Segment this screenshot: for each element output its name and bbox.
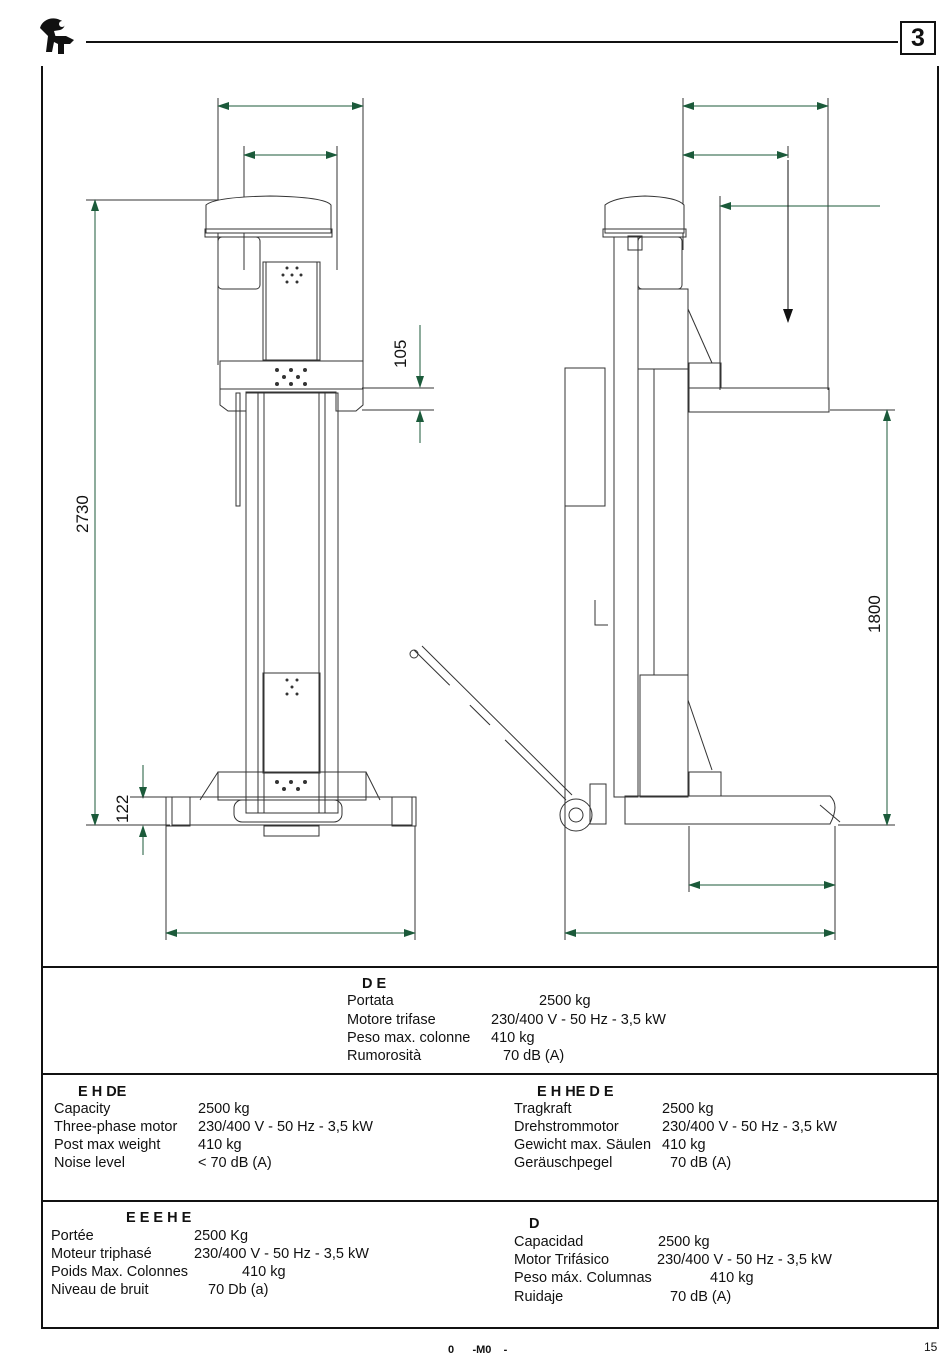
- es-section-title: D: [529, 1216, 540, 1232]
- de-row-noise: Geräuschpegel 70 dB (A): [514, 1154, 731, 1172]
- en-row-motor: Three-phase motor 230/400 V - 50 Hz - 3,…: [54, 1118, 373, 1136]
- es-value: 70 dB (A): [670, 1289, 732, 1305]
- de-value: 70 dB (A): [670, 1155, 732, 1171]
- it-label: Peso max. colonne: [347, 1030, 471, 1046]
- es-value: 230/400 V - 50 Hz - 3,5 kW: [657, 1252, 832, 1268]
- es-value: 410 kg: [710, 1270, 754, 1286]
- it-row-weight: Peso max. colonne 410 kg: [347, 1029, 535, 1047]
- en-value: < 70 dB (A): [198, 1155, 272, 1171]
- en-label: Noise level: [54, 1155, 125, 1171]
- it-value: 410 kg: [491, 1030, 535, 1046]
- es-value: 2500 kg: [658, 1234, 710, 1250]
- de-label: Gewicht max. Säulen: [514, 1137, 652, 1153]
- fr-label: Portée: [51, 1228, 94, 1244]
- fr-value: 410 kg: [242, 1264, 286, 1280]
- page-number: 15: [924, 1340, 938, 1354]
- es-label: Peso máx. Columnas: [514, 1270, 652, 1286]
- section-number: 3: [900, 21, 936, 55]
- en-label: Capacity: [54, 1101, 111, 1117]
- fr-label: Moteur triphasé: [51, 1246, 152, 1262]
- en-value: 2500 kg: [198, 1101, 250, 1117]
- es-row-noise: Ruidaje 70 dB (A): [514, 1288, 731, 1306]
- fr-value: 2500 Kg: [194, 1228, 249, 1244]
- it-value: 230/400 V - 50 Hz - 3,5 kW: [491, 1012, 666, 1028]
- de-section-title: E H HE D E: [537, 1084, 614, 1100]
- dim-label-1800: 1800: [865, 595, 884, 633]
- en-row-weight: Post max weight 410 kg: [54, 1136, 242, 1154]
- it-label: Portata: [347, 993, 394, 1009]
- de-label: Geräuschpegel: [514, 1155, 613, 1171]
- header-rule: [86, 41, 898, 43]
- dim-label-2730: 2730: [73, 495, 92, 533]
- en-row-noise: Noise level < 70 dB (A): [54, 1154, 272, 1172]
- it-row-motor: Motore trifase 230/400 V - 50 Hz - 3,5 k…: [347, 1011, 666, 1029]
- it-value: 2500 kg: [539, 993, 591, 1009]
- it-label: Motore trifase: [347, 1012, 436, 1028]
- es-label: Capacidad: [514, 1234, 584, 1250]
- content-frame: [41, 66, 939, 1329]
- es-row-weight: Peso máx. Columnas 410 kg: [514, 1269, 754, 1287]
- fr-row-noise: Niveau de bruit 70 Db (a): [51, 1281, 268, 1299]
- it-row-noise: Rumorosità 70 dB (A): [347, 1047, 564, 1065]
- brand-logo: [36, 14, 78, 56]
- table-divider-top: [41, 966, 939, 968]
- table-divider-middle: [41, 1073, 939, 1075]
- en-value: 410 kg: [198, 1137, 242, 1153]
- dim-label-122: 122: [113, 794, 132, 823]
- de-value: 230/400 V - 50 Hz - 3,5 kW: [662, 1119, 837, 1135]
- fr-row-capacity: Portée 2500 Kg: [51, 1227, 248, 1245]
- de-label: Drehstrommotor: [514, 1119, 619, 1135]
- document-code: 0 -M0 -: [448, 1344, 508, 1356]
- en-label: Post max weight: [54, 1137, 161, 1153]
- de-row-motor: Drehstrommotor 230/400 V - 50 Hz - 3,5 k…: [514, 1118, 837, 1136]
- en-row-capacity: Capacity 2500 kg: [54, 1100, 250, 1118]
- en-section-title: E H DE: [78, 1084, 127, 1100]
- fr-label: Poids Max. Colonnes: [51, 1264, 189, 1280]
- en-label: Three-phase motor: [54, 1119, 178, 1135]
- fr-row-weight: Poids Max. Colonnes 410 kg: [51, 1263, 286, 1281]
- es-row-capacity: Capacidad 2500 kg: [514, 1233, 710, 1251]
- de-row-capacity: Tragkraft 2500 kg: [514, 1100, 714, 1118]
- de-value: 410 kg: [662, 1137, 706, 1153]
- fr-label: Niveau de bruit: [51, 1282, 149, 1298]
- es-label: Ruidaje: [514, 1289, 564, 1305]
- it-row-capacity: Portata 2500 kg: [347, 992, 591, 1010]
- it-label: Rumorosità: [347, 1048, 422, 1064]
- es-row-motor: Motor Trifásico 230/400 V - 50 Hz - 3,5 …: [514, 1251, 832, 1269]
- table-divider-lower: [41, 1200, 939, 1202]
- de-row-weight: Gewicht max. Säulen 410 kg: [514, 1136, 706, 1154]
- fr-value: 70 Db (a): [208, 1282, 269, 1298]
- de-label: Tragkraft: [514, 1101, 572, 1117]
- fr-section-title: E E E H E: [126, 1210, 192, 1226]
- it-value: 70 dB (A): [503, 1048, 565, 1064]
- fr-row-motor: Moteur triphasé 230/400 V - 50 Hz - 3,5 …: [51, 1245, 369, 1263]
- de-value: 2500 kg: [662, 1101, 714, 1117]
- it-section-title: D E: [362, 976, 387, 992]
- fr-value: 230/400 V - 50 Hz - 3,5 kW: [194, 1246, 369, 1262]
- es-label: Motor Trifásico: [514, 1252, 610, 1268]
- en-value: 230/400 V - 50 Hz - 3,5 kW: [198, 1119, 373, 1135]
- dim-label-105: 105: [391, 339, 410, 368]
